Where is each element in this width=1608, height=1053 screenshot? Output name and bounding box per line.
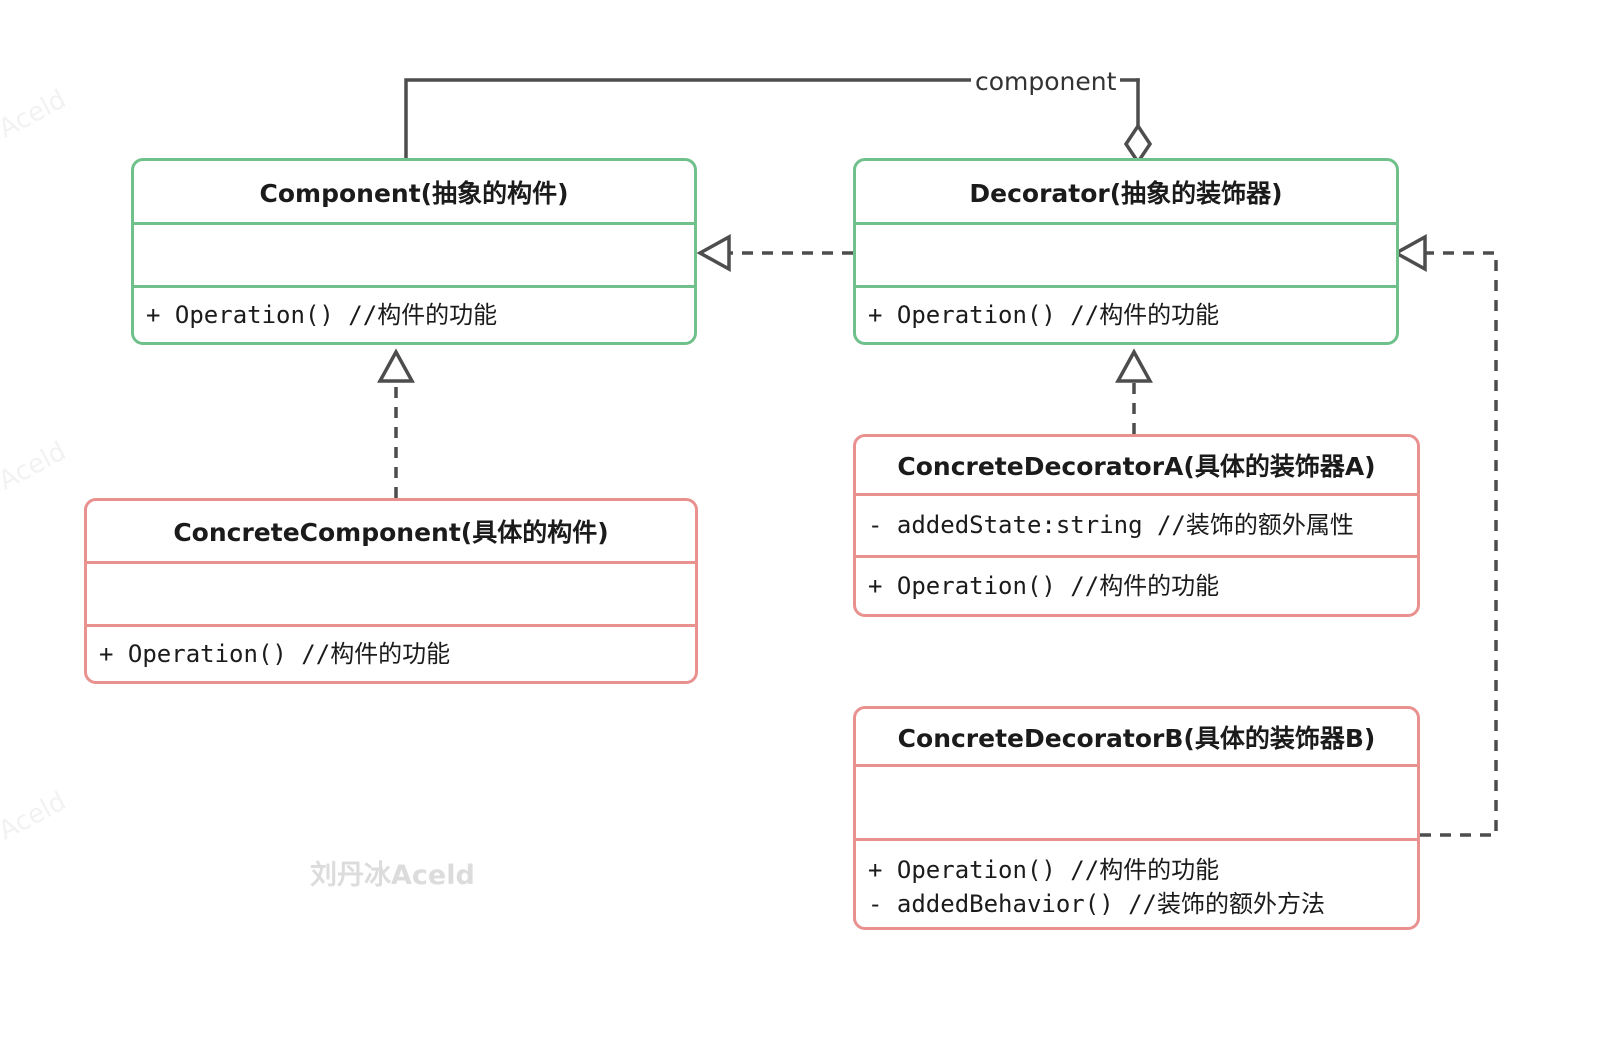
watermark-edge-1: Aceld xyxy=(0,84,72,145)
member-operation: + Operation() //构件的功能 xyxy=(868,300,1220,329)
realization-arrowhead-component-bottom xyxy=(377,348,415,383)
class-box-decorator[interactable]: Decorator(抽象的装饰器) + Operation() //构件的功能 xyxy=(853,158,1399,345)
aggregation-diamond xyxy=(1123,122,1153,166)
member-attribute: - addedState:string //装饰的额外属性 xyxy=(868,511,1354,540)
class-box-concretecomponent[interactable]: ConcreteComponent(具体的构件) + Operation() /… xyxy=(84,498,698,684)
member-operation: - addedBehavior() //装饰的额外方法 xyxy=(868,890,1325,918)
class-operations-concretedecoratorb: + Operation() //构件的功能 - addedBehavior() … xyxy=(856,838,1417,927)
member-operation: + Operation() //构件的功能 xyxy=(146,300,498,329)
class-title-concretecomponent: ConcreteComponent(具体的构件) xyxy=(173,518,609,547)
realization-arrowhead-decorator-bottom xyxy=(1115,348,1153,383)
class-attributes-concretecomponent xyxy=(87,561,695,624)
class-box-concretedecoratora[interactable]: ConcreteDecoratorA(具体的装饰器A) - addedState… xyxy=(853,434,1420,617)
realization-arrowhead-component xyxy=(696,234,731,272)
class-title-concretedecoratora: ConcreteDecoratorA(具体的装饰器A) xyxy=(897,452,1376,481)
member-operation: + Operation() //构件的功能 xyxy=(868,855,1220,884)
watermark-edge-3: Aceld xyxy=(0,786,72,847)
relation-concretedecoratora-to-decorator xyxy=(1115,348,1153,434)
class-attributes-component xyxy=(134,222,694,285)
member-operation: + Operation() //构件的功能 xyxy=(99,639,451,668)
class-operations-concretedecoratora: + Operation() //构件的功能 xyxy=(856,555,1417,614)
watermark-center: 刘丹冰Aceld xyxy=(310,860,475,891)
class-title-component: Component(抽象的构件) xyxy=(259,178,569,208)
edge-label-component: component xyxy=(971,67,1121,96)
class-title-decorator: Decorator(抽象的装饰器) xyxy=(969,178,1283,208)
class-title-concretedecoratorb: ConcreteDecoratorB(具体的装饰器B) xyxy=(897,723,1376,753)
class-operations-concretecomponent: + Operation() //构件的功能 xyxy=(87,624,695,681)
class-box-component[interactable]: Component(抽象的构件) + Operation() //构件的功能 xyxy=(131,158,697,345)
relation-decorator-to-component xyxy=(696,234,853,272)
realization-arrowhead-decorator-right xyxy=(1392,234,1427,272)
class-box-concretedecoratorb[interactable]: ConcreteDecoratorB(具体的装饰器B) + Operation(… xyxy=(853,706,1420,930)
class-attributes-decorator xyxy=(856,222,1396,285)
class-attributes-concretedecoratora: - addedState:string //装饰的额外属性 xyxy=(856,493,1417,555)
class-operations-decorator: + Operation() //构件的功能 xyxy=(856,285,1396,342)
relation-concretecomponent-to-component xyxy=(377,348,415,498)
watermark-edge-2: Aceld xyxy=(0,436,72,497)
member-operation: + Operation() //构件的功能 xyxy=(868,571,1220,600)
class-attributes-concretedecoratorb xyxy=(856,764,1417,838)
class-operations-component: + Operation() //构件的功能 xyxy=(134,285,694,342)
